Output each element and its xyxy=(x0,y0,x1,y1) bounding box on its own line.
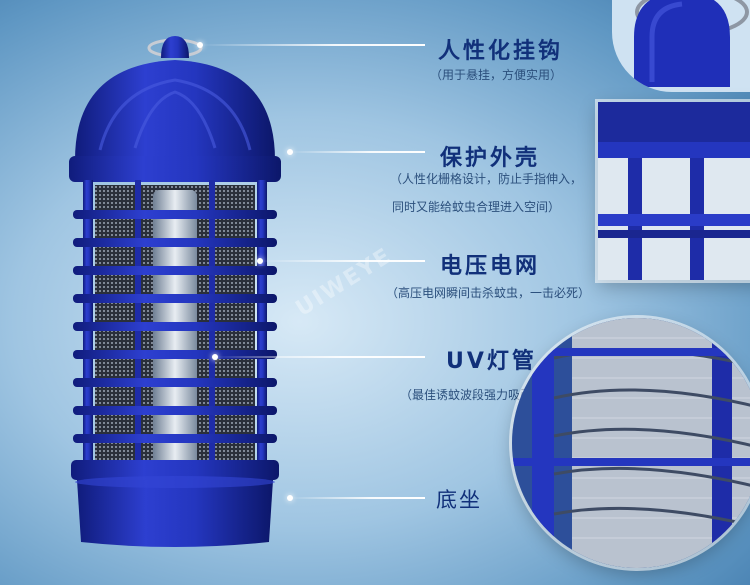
detail-grid-closeup xyxy=(512,318,750,568)
callout-line-hook xyxy=(200,44,425,46)
hook-title: 人性化挂钩 xyxy=(438,39,564,64)
shell-title: 保护外壳 xyxy=(440,146,541,171)
callout-dot-uv xyxy=(212,354,218,360)
base-title: 底坐 xyxy=(436,488,482,512)
callout-line-uv xyxy=(215,356,425,358)
mosquito-lamp-photo xyxy=(69,36,281,547)
uv-title: UV灯管 xyxy=(446,349,537,374)
grid-desc: （高压电网瞬间击杀蚊虫，一击必死） xyxy=(386,286,591,300)
callout-dot-shell xyxy=(287,149,293,155)
callout-dot-hook xyxy=(197,42,203,48)
detail-shell-closeup xyxy=(598,102,750,280)
callout-line-base xyxy=(290,497,425,499)
grid-title: 电压电网 xyxy=(440,254,541,279)
callout-line-grid xyxy=(260,260,425,262)
callout-dot-grid xyxy=(257,258,263,264)
shell-desc-line-2: 同时又能给蚊虫合理进入空间） xyxy=(392,200,561,214)
detail-hook-closeup xyxy=(612,0,750,92)
callout-line-shell xyxy=(290,151,425,153)
shell-desc-line-1: （人性化栅格设计，防止手指伸入， xyxy=(390,172,583,186)
callout-dot-base xyxy=(287,495,293,501)
hook-desc: （用于悬挂，方便实用） xyxy=(430,68,563,82)
